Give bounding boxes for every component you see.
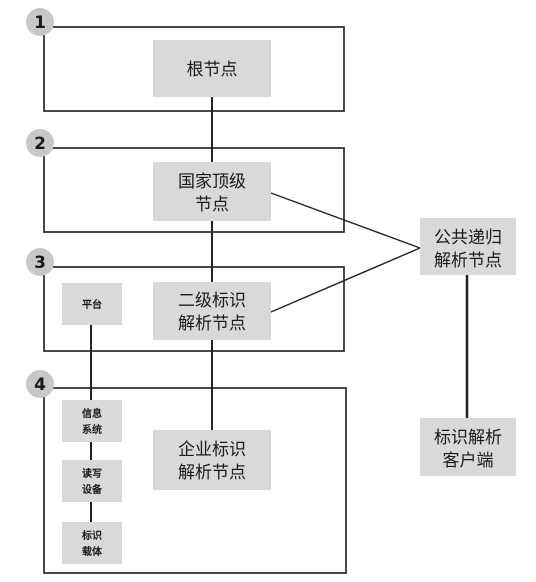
secondary-resolution-node: 二级标识 解析节点	[153, 282, 271, 340]
connector-secondary-recursive	[270, 247, 421, 313]
info-system-node: 信息 系统	[62, 400, 122, 442]
resolution-client-node: 标识解析 客户端	[420, 418, 516, 476]
svg-text:解析节点: 解析节点	[434, 251, 502, 271]
svg-text:标识解析: 标识解析	[434, 428, 502, 448]
svg-text:平台: 平台	[82, 298, 102, 311]
svg-text:国家顶级: 国家顶级	[178, 172, 246, 192]
id-carrier-node: 标识 载体	[62, 522, 122, 564]
svg-text:1: 1	[34, 13, 46, 33]
public-recursive-node: 公共递归 解析节点	[420, 218, 516, 275]
platform-node: 平台	[62, 283, 122, 325]
svg-text:系统: 系统	[82, 423, 102, 436]
level-2-badge: 2	[26, 129, 54, 157]
level-3-badge: 3	[26, 248, 54, 276]
svg-text:根节点: 根节点	[187, 60, 238, 80]
svg-text:3: 3	[34, 253, 46, 273]
svg-text:节点: 节点	[195, 195, 229, 215]
svg-text:解析节点: 解析节点	[178, 314, 246, 334]
rw-device-node: 读写 设备	[62, 460, 122, 502]
svg-text:二级标识: 二级标识	[178, 291, 246, 311]
level-4-badge: 4	[26, 370, 54, 398]
svg-text:读写: 读写	[82, 467, 102, 480]
svg-text:信息: 信息	[82, 407, 102, 420]
connector-national-recursive	[270, 192, 421, 249]
level-1-badge: 1	[26, 8, 54, 36]
svg-text:4: 4	[34, 375, 46, 395]
svg-text:企业标识: 企业标识	[178, 440, 246, 460]
svg-text:设备: 设备	[82, 483, 103, 496]
svg-text:客户端: 客户端	[443, 451, 494, 471]
root-node: 根节点	[153, 40, 271, 97]
enterprise-resolution-node: 企业标识 解析节点	[153, 430, 271, 490]
svg-text:载体: 载体	[82, 545, 103, 558]
svg-text:标识: 标识	[81, 529, 102, 542]
national-top-level-node: 国家顶级 节点	[153, 162, 271, 221]
svg-text:公共递归: 公共递归	[434, 228, 502, 248]
svg-text:2: 2	[34, 134, 46, 154]
svg-text:解析节点: 解析节点	[178, 463, 246, 483]
